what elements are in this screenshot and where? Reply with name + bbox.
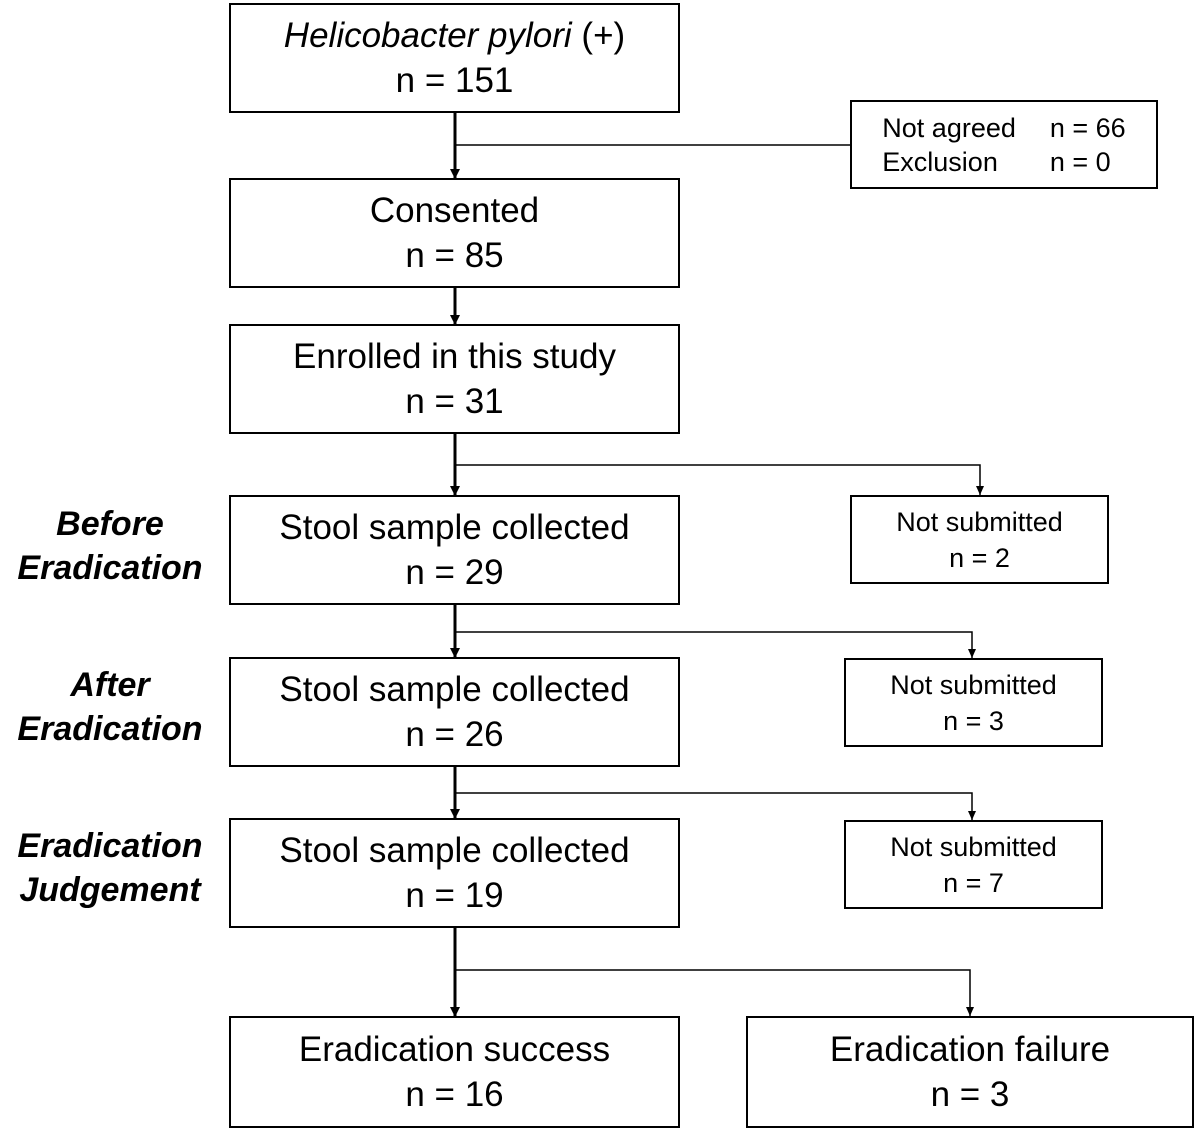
box-after-collected: Stool sample collected n = 26 — [229, 657, 680, 767]
success-title: Eradication success — [298, 1030, 611, 1069]
box-judgement-not-submitted: Not submitted n = 7 — [844, 820, 1103, 909]
box-after-not-submitted: Not submitted n = 3 — [844, 658, 1103, 747]
box-before-not-submitted: Not submitted n = 2 — [850, 495, 1109, 584]
exclusion-count: n = 0 — [1049, 146, 1111, 177]
consented-count: n = 85 — [405, 236, 504, 275]
box-hp-positive: Helicobacter pylori (+) n = 151 — [229, 3, 680, 113]
judgement-count: n = 19 — [405, 876, 504, 915]
judgement-title: Stool sample collected — [279, 831, 630, 870]
judgement-side-title: Not submitted — [890, 831, 1057, 862]
stage-label-after: After Eradication — [17, 666, 203, 748]
enrolled-count: n = 31 — [405, 382, 504, 421]
box-eradication-success: Eradication success n = 16 — [229, 1016, 680, 1128]
after-count: n = 26 — [405, 715, 504, 754]
judgement-side-count: n = 7 — [943, 867, 1004, 898]
branch-to-after-side — [455, 631, 976, 658]
branch-to-judgement-side — [455, 792, 976, 820]
enrolled-title: Enrolled in this study — [293, 337, 616, 376]
not-agreed-count: n = 66 — [1049, 112, 1126, 143]
after-side-title: Not submitted — [890, 669, 1057, 700]
box-before-collected: Stool sample collected n = 29 — [229, 495, 680, 605]
stage-label-before: Before Eradication — [17, 505, 203, 587]
success-count: n = 16 — [405, 1075, 504, 1114]
box-eradication-failure: Eradication failure n = 3 — [746, 1016, 1194, 1128]
after-side-count: n = 3 — [943, 705, 1004, 736]
before-title: Stool sample collected — [279, 508, 630, 547]
box-enrolled: Enrolled in this study n = 31 — [229, 324, 680, 434]
exclusion-label: Exclusion — [882, 146, 998, 177]
failure-count: n = 3 — [930, 1075, 1010, 1114]
not-agreed-label: Not agreed — [882, 112, 1016, 143]
branch-to-failure — [455, 969, 974, 1016]
before-side-title: Not submitted — [896, 506, 1063, 537]
failure-title: Eradication failure — [829, 1030, 1111, 1069]
stage-label-judgement: Eradication Judgement — [17, 827, 203, 909]
hp-title: Helicobacter pylori (+) — [283, 16, 626, 55]
box-excluded: Not agreed n = 66 Exclusion n = 0 — [850, 100, 1158, 189]
after-title: Stool sample collected — [279, 670, 630, 709]
consented-title: Consented — [369, 191, 540, 230]
before-count: n = 29 — [405, 553, 504, 592]
before-side-count: n = 2 — [949, 542, 1010, 573]
box-judgement-collected: Stool sample collected n = 19 — [229, 818, 680, 928]
hp-count: n = 151 — [395, 61, 514, 100]
branch-to-before-side — [455, 464, 984, 495]
box-consented: Consented n = 85 — [229, 178, 680, 288]
